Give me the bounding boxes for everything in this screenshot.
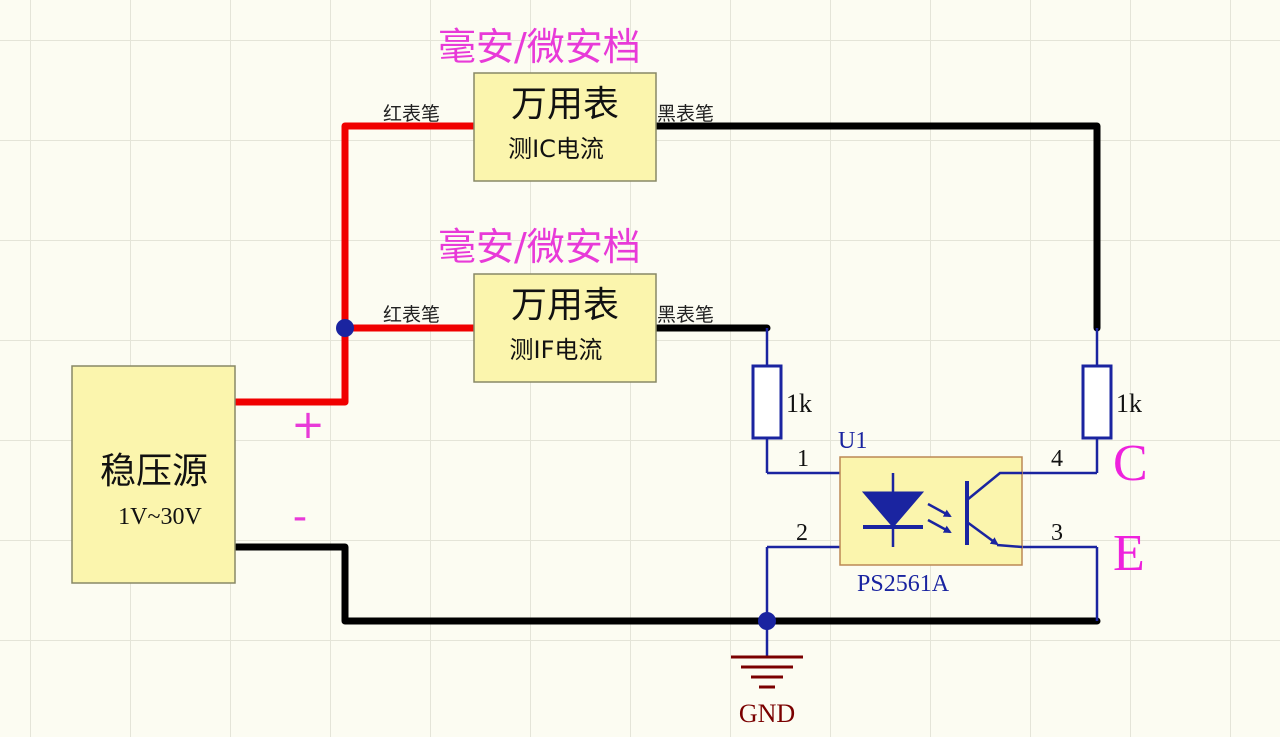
meter-ic-subtitle: 测IC电流 [508,135,604,163]
collector-label: C [1113,435,1148,492]
resistor-right-value: 1k [1116,389,1142,418]
ground-return-wire [232,543,1101,625]
power-supply-box [71,365,236,584]
positive-wires [232,122,480,406]
meter-ic-black-probe-label: 黑表笔 [657,103,714,125]
meter-ic: 毫安/微安档 红表笔 黑表笔 万用表 测IC电流 [383,25,714,182]
pin-2-label: 2 [796,520,808,546]
optocoupler-part: PS2561A [857,571,950,597]
optocoupler-ref: U1 [838,428,867,454]
meter-if-range-label: 毫安/微安档 [438,225,641,269]
optocoupler: U1 1 2 3 4 PS2561A [796,428,1063,597]
meter-if-red-probe-label: 红表笔 [383,304,440,326]
resistor-left-body [751,364,783,440]
pin-1-label: 1 [797,446,809,472]
meter-ic-red-probe-label: 红表笔 [383,103,440,125]
led-icon [861,473,925,547]
meter-ic-title: 万用表 [511,84,619,125]
pin-3-label: 3 [1051,520,1063,546]
minus-label: - [293,494,307,540]
resistor-right: 1k [1081,364,1142,440]
ground-label: GND [739,699,795,728]
power-supply-title: 稳压源 [100,451,208,492]
ic-meter-black-wire [652,122,1101,332]
negative-wires [232,122,1101,625]
meter-if-title: 万用表 [511,285,619,326]
resistor-left: 1k [751,364,812,440]
power-supply-range: 1V~30V [118,504,202,530]
phototransistor-icon [965,471,1023,549]
resistor-left-value: 1k [786,389,812,418]
meter-if: 毫安/微安档 红表笔 黑表笔 万用表 测IF电流 [383,225,714,383]
power-supply: 稳压源 1V~30V + - [71,365,325,584]
junction-dot-ground [758,612,776,630]
optocoupler-body [839,456,1023,566]
meter-ic-box [473,72,657,182]
pin-4-label: 4 [1051,446,1063,472]
meter-ic-range-label: 毫安/微安档 [438,25,641,69]
net-wires [765,328,1099,656]
light-arrows-icon [927,502,952,534]
meter-if-subtitle: 测IF电流 [510,336,603,364]
meter-if-box [473,273,657,383]
resistor-right-body [1081,364,1113,440]
junction-dot-positive [336,319,354,337]
emitter-label: E [1113,525,1145,582]
meter-if-black-probe-label: 黑表笔 [657,304,714,326]
plus-label: + [291,402,325,448]
positive-wire-main [232,122,480,406]
ground-symbol-icon [731,655,803,689]
